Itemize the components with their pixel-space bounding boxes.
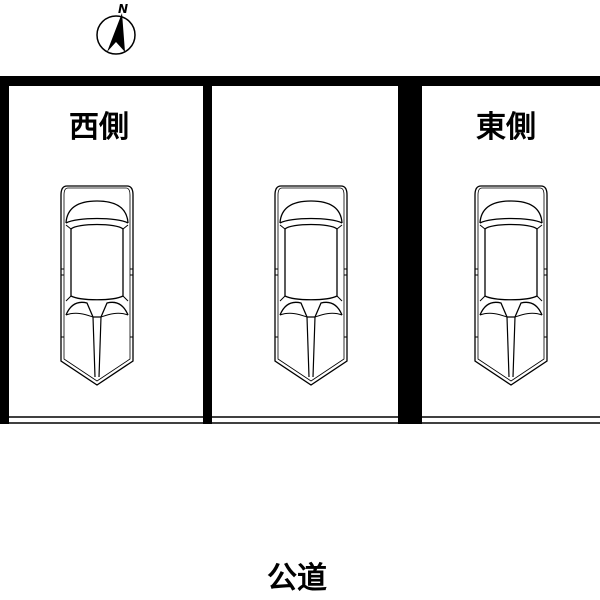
- divider-2: [398, 76, 422, 424]
- left-wall: [0, 76, 9, 424]
- top-wall: [0, 76, 600, 86]
- car-icon: [274, 185, 348, 386]
- road-label: 公道: [267, 561, 327, 596]
- space-label-west: 西側: [69, 110, 129, 145]
- divider-1: [203, 76, 212, 424]
- car-icon: [474, 185, 548, 386]
- north-arrow-icon: [107, 13, 125, 52]
- space-label-east: 東側: [476, 110, 536, 145]
- compass-north-label: N: [118, 2, 128, 16]
- compass: N: [96, 2, 136, 55]
- car-icon: [60, 185, 134, 386]
